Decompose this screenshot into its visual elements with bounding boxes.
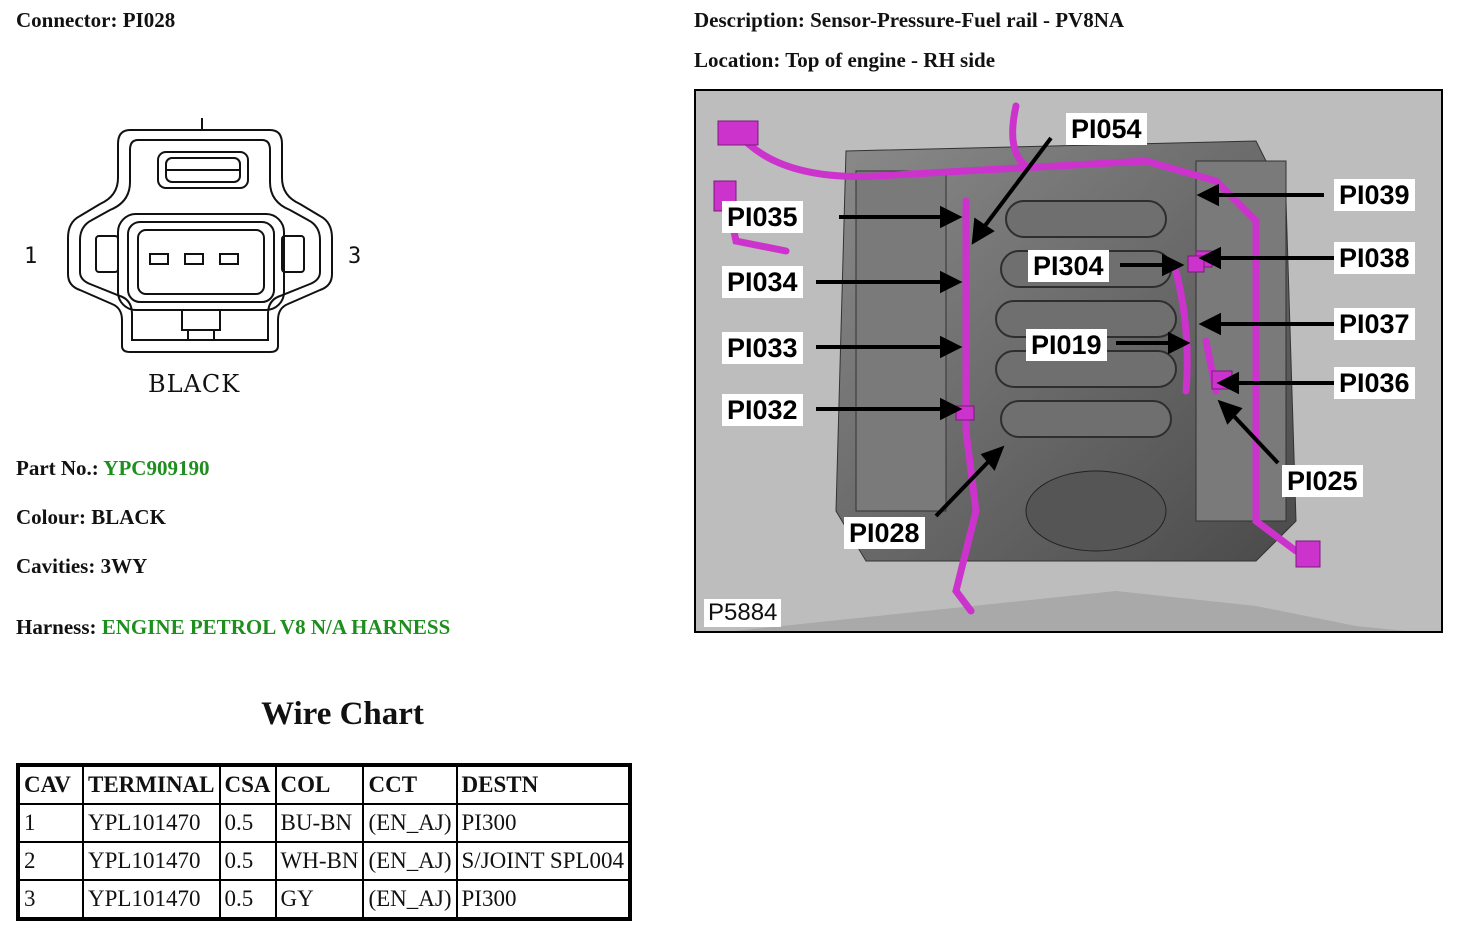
cavities-value: 3WY bbox=[100, 554, 148, 578]
table-cell: BU-BN bbox=[274, 803, 365, 843]
cavity-3-number: 3 bbox=[348, 244, 362, 269]
connector-face-diagram bbox=[67, 118, 333, 353]
colour-value: BLACK bbox=[91, 505, 166, 529]
table-cell: 0.5 bbox=[218, 841, 277, 881]
description-line: Description: Sensor-Pressure-Fuel rail -… bbox=[694, 8, 1124, 33]
cavities-line: Cavities: 3WY bbox=[16, 554, 147, 579]
table-header-row: CAV TERMINAL CSA COL CCT DESTN bbox=[17, 764, 632, 805]
table-cell: 3 bbox=[17, 879, 84, 920]
callout-pi032: PI032 bbox=[722, 394, 803, 426]
colour-line: Colour: BLACK bbox=[16, 505, 166, 530]
callout-pi054: PI054 bbox=[1066, 113, 1147, 145]
callout-pi028: PI028 bbox=[844, 517, 925, 549]
table-cell: YPL101470 bbox=[82, 803, 221, 843]
location-line: Location: Top of engine - RH side bbox=[694, 48, 995, 73]
table-cell: GY bbox=[274, 879, 365, 920]
column-header: DESTN bbox=[455, 764, 632, 805]
table-cell: (EN_AJ) bbox=[362, 803, 458, 843]
table-row: 1 YPL101470 0.5 BU-BN (EN_AJ) PI300 bbox=[17, 803, 632, 843]
location-value: Top of engine - RH side bbox=[785, 48, 996, 72]
column-header: TERMINAL bbox=[82, 764, 221, 805]
column-header: CSA bbox=[218, 764, 277, 805]
column-header: CCT bbox=[362, 764, 458, 805]
part-no-value[interactable]: YPC909190 bbox=[103, 456, 210, 480]
harness-value[interactable]: ENGINE PETROL V8 N/A HARNESS bbox=[101, 615, 451, 639]
photo-code: P5884 bbox=[704, 599, 782, 627]
engine-location-photo: PI054 PI035 PI034 PI033 PI032 PI028 PI03… bbox=[694, 89, 1443, 633]
column-header: CAV bbox=[17, 764, 84, 805]
table-cell: (EN_AJ) bbox=[362, 841, 458, 881]
wire-chart-title: Wire Chart bbox=[261, 696, 424, 732]
connector-id: PI028 bbox=[122, 8, 176, 32]
description-label: Description: bbox=[694, 8, 805, 32]
callout-pi037: PI037 bbox=[1334, 308, 1415, 340]
location-label: Location: bbox=[694, 48, 781, 72]
table-cell: 1 bbox=[17, 803, 84, 843]
table-cell: 2 bbox=[17, 841, 84, 881]
connector-color-caption: BLACK bbox=[148, 370, 241, 398]
table-cell: 0.5 bbox=[218, 803, 277, 843]
engine-illustration bbox=[696, 91, 1441, 631]
callout-pi019: PI019 bbox=[1026, 329, 1107, 361]
description-value: Sensor-Pressure-Fuel rail - PV8NA bbox=[810, 8, 1125, 32]
part-no-line: Part No.: YPC909190 bbox=[16, 456, 209, 481]
callout-pi038: PI038 bbox=[1334, 242, 1415, 274]
table-cell: YPL101470 bbox=[82, 879, 221, 920]
connector-label: Connector: bbox=[16, 8, 118, 32]
column-header: COL bbox=[274, 764, 365, 805]
table-cell: WH-BN bbox=[274, 841, 365, 881]
harness-label: Harness: bbox=[16, 615, 97, 639]
callout-pi035: PI035 bbox=[722, 201, 803, 233]
table-cell: 0.5 bbox=[218, 879, 277, 920]
table-row: 2 YPL101470 0.5 WH-BN (EN_AJ) S/JOINT SP… bbox=[17, 841, 632, 881]
table-cell: PI300 bbox=[455, 803, 632, 843]
table-row: 3 YPL101470 0.5 GY (EN_AJ) PI300 bbox=[17, 879, 632, 920]
table-cell: (EN_AJ) bbox=[362, 879, 458, 920]
callout-pi039: PI039 bbox=[1334, 179, 1415, 211]
callout-pi304: PI304 bbox=[1028, 250, 1109, 282]
cavities-label: Cavities: bbox=[16, 554, 96, 578]
wire-chart-table: CAV TERMINAL CSA COL CCT DESTN 1 YPL1014… bbox=[16, 763, 633, 921]
connector-line: Connector: PI028 bbox=[16, 8, 175, 33]
callout-pi025: PI025 bbox=[1282, 465, 1363, 497]
table-cell: YPL101470 bbox=[82, 841, 221, 881]
colour-label: Colour: bbox=[16, 505, 86, 529]
callout-pi033: PI033 bbox=[722, 332, 803, 364]
harness-line: Harness: ENGINE PETROL V8 N/A HARNESS bbox=[16, 615, 450, 640]
table-cell: PI300 bbox=[455, 879, 632, 920]
callout-pi034: PI034 bbox=[722, 266, 803, 298]
table-cell: S/JOINT SPL004 bbox=[455, 841, 632, 881]
cavity-1-number: 1 bbox=[24, 244, 38, 269]
callout-pi036: PI036 bbox=[1334, 367, 1415, 399]
part-no-label: Part No.: bbox=[16, 456, 99, 480]
